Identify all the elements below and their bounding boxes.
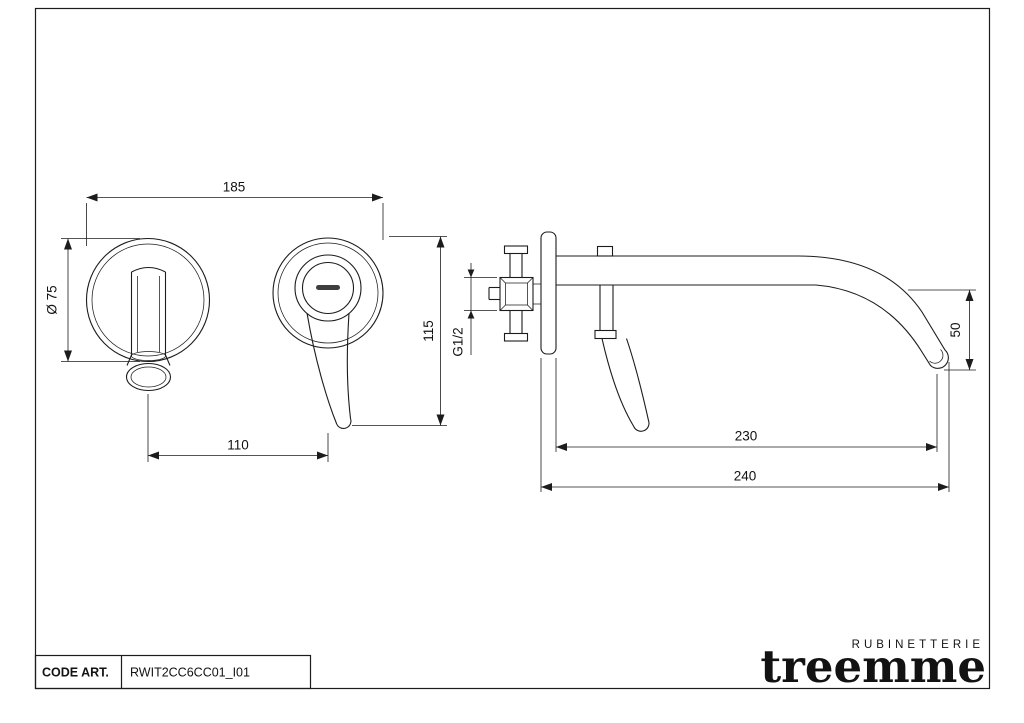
- dim-inlet-thread: G1/2: [451, 327, 466, 356]
- handle-logo-mark: [316, 285, 340, 290]
- handle-plate-outer: [272, 237, 384, 349]
- dim-plate-span: 185: [223, 180, 246, 195]
- dim-spout-total-length: 240: [734, 469, 757, 484]
- handle-plate-inner: [277, 242, 379, 344]
- dim-plate-diameter: Ø 75: [45, 285, 60, 314]
- handle-ring-outer: [294, 254, 362, 322]
- title-block: CODE ART. RWIT2CC6CC01_I01: [34, 654, 312, 690]
- aerator-face: [130, 366, 167, 388]
- side-view: [488, 231, 949, 432]
- handle-lever-side: [601, 338, 650, 432]
- wall-plate-side: [540, 231, 557, 355]
- spout-front-view: [85, 237, 211, 392]
- aerator-rim: [125, 362, 172, 392]
- dim-outlet-drop: 50: [948, 322, 963, 337]
- handle-front-view: [272, 237, 384, 429]
- brand-logo: RUBINETTERIE treemme: [760, 639, 986, 693]
- sheet-frame: [34, 7, 991, 690]
- title-block-box: [34, 654, 312, 690]
- handle-lever-front: [306, 312, 352, 429]
- brand-name: treemme: [760, 640, 986, 693]
- brand-tagline: RUBINETTERIE: [852, 639, 984, 651]
- spout-outlet-line: [929, 349, 944, 364]
- border-frame: [34, 7, 991, 690]
- spout-side-profile: [556, 255, 949, 369]
- spout-plate-inner: [91, 243, 205, 357]
- spout-plate-outer: [85, 237, 211, 363]
- dim-spout-handle-distance: 110: [227, 438, 249, 453]
- dimension-annotations: 185 Ø 75 110 115 G1/2 50 230: [45, 180, 976, 492]
- dim-spout-projection: 230: [735, 429, 758, 444]
- code-art-value: RWIT2CC6CC01_I01: [130, 666, 250, 680]
- code-art-label: CODE ART.: [42, 666, 109, 680]
- dim-handle-height: 115: [421, 320, 436, 342]
- inlet-body: [499, 276, 534, 312]
- handle-ring-inner: [301, 261, 355, 315]
